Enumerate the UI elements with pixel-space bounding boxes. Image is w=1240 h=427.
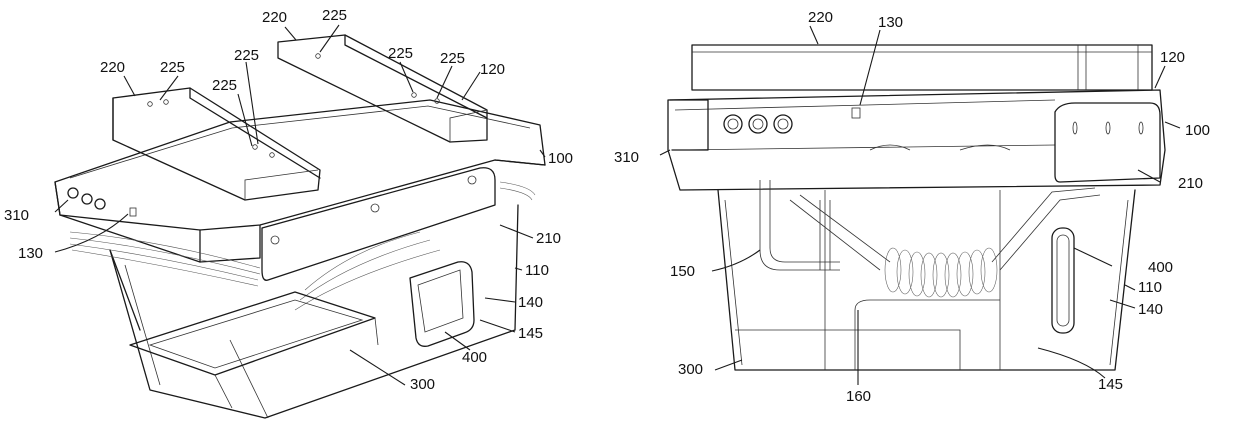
left-side-bracket: [262, 168, 495, 281]
left-label-300: 300: [410, 376, 435, 393]
left-tray: [130, 292, 378, 408]
left-label-225-e: 225: [388, 45, 413, 62]
left-lid: [55, 100, 545, 262]
right-label-100: 100: [1185, 122, 1210, 139]
left-label-120: 120: [480, 61, 505, 78]
left-label-140: 140: [518, 294, 543, 311]
left-label-225-a: 225: [160, 59, 185, 76]
left-figure: 220 225 220 225 225 225 225 225 120 100 …: [4, 7, 573, 418]
left-label-310: 310: [4, 207, 29, 224]
left-label-225-f: 225: [440, 50, 465, 67]
right-label-110: 110: [1138, 279, 1162, 296]
left-leader-lines: [55, 25, 545, 385]
right-handle: [1052, 228, 1074, 333]
right-label-310: 310: [614, 149, 639, 166]
left-label-210: 210: [536, 230, 561, 247]
left-hose-coil: [70, 182, 535, 310]
left-label-220-b: 220: [262, 9, 287, 26]
left-label-225-b: 225: [322, 7, 347, 24]
left-label-220-a: 220: [100, 59, 125, 76]
left-label-100: 100: [548, 150, 573, 167]
right-label-400: 400: [1148, 259, 1173, 276]
right-label-300: 300: [678, 361, 703, 378]
left-rail-front: [113, 88, 320, 200]
left-label-130: 130: [18, 245, 43, 262]
right-pipes: [760, 145, 1100, 270]
left-control-panel: [68, 188, 136, 216]
right-label-120: 120: [1160, 49, 1185, 66]
right-label-130: 130: [878, 14, 903, 31]
right-figure: 220 130 120 100 310 210 150 400 110 140 …: [614, 9, 1210, 405]
left-rail-screws: [148, 54, 440, 158]
right-leader-lines: [660, 26, 1180, 385]
left-handle: [410, 262, 474, 347]
right-lid: [668, 90, 1165, 190]
left-label-400: 400: [462, 349, 487, 366]
left-label-110: 110: [525, 262, 549, 279]
right-label-220: 220: [808, 9, 833, 26]
left-label-145: 145: [518, 325, 543, 342]
right-top-rail: [692, 45, 1152, 90]
right-label-210: 210: [1178, 175, 1203, 192]
right-label-160: 160: [846, 388, 871, 405]
right-label-145: 145: [1098, 376, 1123, 393]
right-tank: [718, 190, 1135, 370]
right-label-150: 150: [670, 263, 695, 280]
left-label-225-c: 225: [234, 47, 259, 64]
left-tank: [110, 205, 518, 418]
right-spring: [885, 248, 997, 297]
right-label-140: 140: [1138, 301, 1163, 318]
left-label-225-d: 225: [212, 77, 237, 94]
